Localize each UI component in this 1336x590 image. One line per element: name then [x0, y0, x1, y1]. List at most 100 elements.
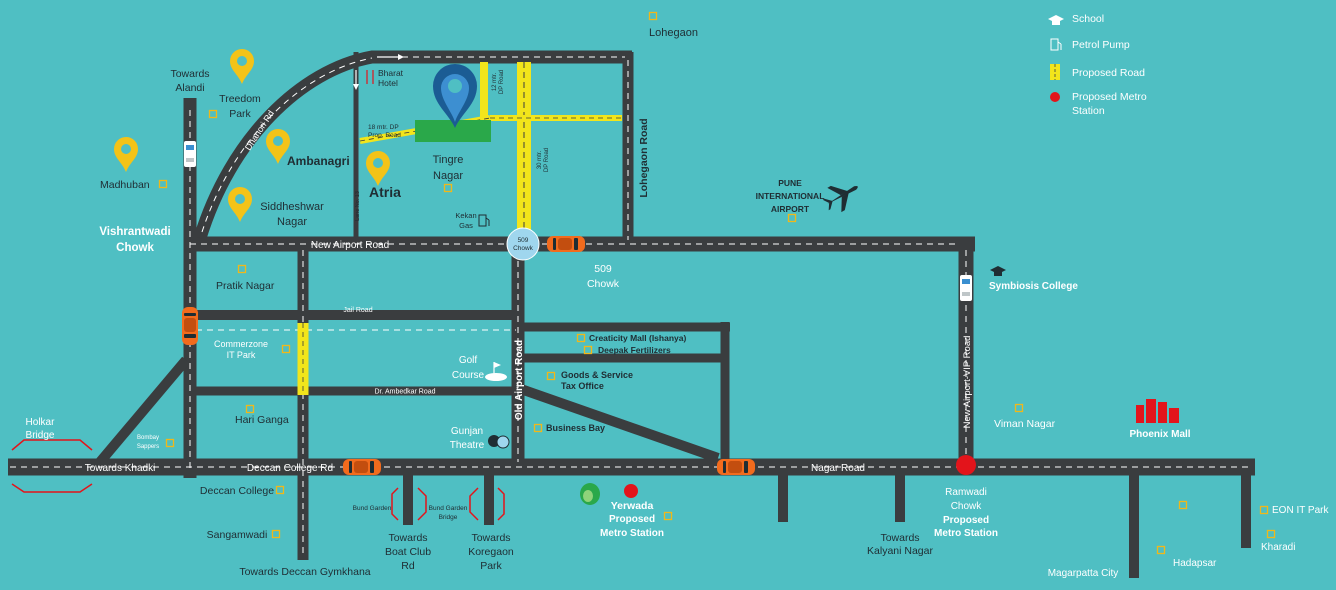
car-icon — [717, 459, 755, 475]
svg-text:Park: Park — [480, 560, 502, 572]
svg-text:Rd: Rd — [401, 560, 415, 572]
pratik-nagar-label: Pratik Nagar — [216, 280, 275, 292]
yerwada-metro-label: Yerwada — [611, 500, 654, 512]
dp-road-12-label-1: 12 mtr. — [492, 72, 498, 91]
dr-ambedkar-road-label: Dr. Ambedkar Road — [374, 389, 435, 396]
towards-alandi-label: Towards — [170, 68, 209, 80]
ambanagri-label: Ambanagri — [287, 154, 350, 168]
towards-deccan-gymkhana-label: Towards Deccan Gymkhana — [239, 566, 370, 578]
car-icon — [343, 459, 381, 475]
hadapsar-label: Hadapsar — [1173, 558, 1217, 569]
svg-text:IT Park: IT Park — [227, 350, 256, 360]
car-icon — [182, 307, 198, 345]
towards-kalyani-nagar-label: Towards — [880, 532, 919, 544]
legend-school-label: School — [1072, 13, 1104, 25]
lane-13-label: Lane No. 13 — [355, 191, 361, 221]
svg-text:Metro Station: Metro Station — [600, 528, 664, 539]
vishrantwadi-chowk-label: Vishrantwadi — [99, 226, 170, 238]
svg-text:Tax Office: Tax Office — [561, 381, 604, 391]
bus-icon — [960, 275, 972, 301]
atria-pin-icon — [366, 151, 390, 186]
bund-garden-bridge-label: Bund Garden — [429, 505, 468, 512]
project-plot — [415, 120, 491, 142]
commerzone-label: Commerzone — [214, 339, 268, 349]
deccan-college-rd-label: Deccan College Rd — [247, 463, 333, 474]
svg-text:Chowk: Chowk — [116, 242, 154, 254]
theatre-icon — [488, 435, 510, 449]
dp-road-18-label-1: 18 mtr. DP — [368, 124, 399, 131]
creaticity-mall-label: Creaticity Mall (Ishanya) — [589, 333, 686, 343]
legend: School Petrol Pump Proposed Road Propose… — [1048, 13, 1147, 117]
chowk-509-label: 509 — [594, 263, 612, 275]
svg-text:Hotel: Hotel — [378, 78, 398, 88]
treedom-park-pin-icon — [230, 49, 254, 84]
kekan-gas-label: Kekan — [455, 211, 476, 220]
phoenix-mall-label: Phoenix Mall — [1129, 429, 1190, 440]
bus-icon — [184, 141, 196, 167]
eon-it-park-label: EON IT Park — [1272, 505, 1329, 516]
school-icon — [990, 266, 1006, 276]
pune-airport-label: PUNE — [778, 178, 802, 188]
airplane-icon — [822, 185, 858, 213]
svg-text:Alandi: Alandi — [175, 82, 204, 94]
svg-text:Park: Park — [229, 108, 251, 120]
yerwada-metro-station-icon — [624, 484, 638, 498]
atria-label: Atria — [369, 184, 401, 200]
svg-text:Proposed: Proposed — [943, 515, 989, 526]
gst-office-label: Goods & Service — [561, 370, 633, 380]
project-location-pin-icon — [433, 64, 477, 128]
direction-arrows — [353, 54, 404, 90]
golf-icon — [485, 362, 507, 381]
madhuban-pin-icon — [114, 137, 138, 172]
tingre-nagar-label: Tingre — [433, 154, 464, 166]
svg-text:Chowk: Chowk — [587, 278, 620, 290]
petrol-pump-icon — [1050, 38, 1062, 51]
hari-ganga-label: Hari Ganga — [235, 414, 289, 426]
svg-text:Bridge: Bridge — [439, 514, 458, 521]
svg-text:Bridge: Bridge — [26, 430, 55, 441]
deepak-fertilizers-label: Deepak Fertilizers — [598, 345, 671, 355]
lohegaon-label: Lohegaon — [649, 27, 698, 39]
towards-boat-club-label: Towards — [388, 532, 427, 544]
siddheshwar-nagar-label: Siddheshwar — [260, 201, 324, 213]
svg-text:Chowk: Chowk — [513, 245, 534, 252]
towards-khadki-label: Towards Khadki — [85, 463, 156, 474]
magarpatta-city-label: Magarpatta City — [1048, 568, 1119, 579]
treedom-park-label: Treedom — [219, 93, 261, 105]
svg-text:Boat Club: Boat Club — [385, 546, 431, 558]
svg-text:Chowk: Chowk — [951, 501, 983, 512]
svg-text:Course: Course — [452, 370, 485, 381]
svg-text:AIRPORT: AIRPORT — [771, 204, 810, 214]
legend-proposed-road-label: Proposed Road — [1072, 67, 1145, 79]
old-airport-road-label: Old Airport Road — [514, 340, 525, 420]
ramwadi-metro-station-icon — [956, 455, 976, 475]
business-bay-label: Business Bay — [546, 423, 605, 433]
svg-text:Nagar: Nagar — [277, 216, 307, 228]
garden-icon — [580, 483, 600, 505]
symbiosis-college-label: Symbiosis College — [989, 281, 1078, 292]
bharat-hotel-label: Bharat — [378, 68, 404, 78]
bridge-icon — [11, 439, 505, 521]
svg-text:INTERNATIONAL: INTERNATIONAL — [756, 191, 825, 201]
proposed-road-icon — [1050, 64, 1060, 80]
gunjan-theatre-label: Gunjan — [451, 426, 483, 437]
holkar-bridge-label: Holkar — [26, 417, 56, 428]
svg-text:509: 509 — [518, 237, 529, 244]
lohegaon-road-label: Lohegaon Road — [638, 118, 650, 197]
svg-text:Proposed: Proposed — [609, 514, 655, 525]
mall-icon — [1136, 399, 1179, 423]
ramwadi-chowk-label: Ramwadi — [945, 487, 987, 498]
restaurant-icon — [366, 70, 374, 84]
siddheshwar-pin-icon — [228, 187, 252, 222]
sangamwadi-label: Sangamwadi — [207, 529, 268, 541]
new-airport-road-label: New Airport Road — [311, 240, 389, 251]
dp-road-30-label-1: 30 mtr. — [537, 150, 543, 169]
dp-road-30-label-2: DP Road — [544, 148, 550, 172]
place-labels: Lohegaon Towards Alandi Treedom Park Bha… — [26, 27, 1330, 579]
chowk-509-badge: 509 Chowk — [506, 227, 540, 261]
svg-text:Metro Station: Metro Station — [934, 528, 998, 539]
deccan-college-label: Deccan College — [200, 485, 274, 497]
svg-text:Theatre: Theatre — [450, 440, 485, 451]
towards-koregaon-park-label: Towards — [471, 532, 510, 544]
